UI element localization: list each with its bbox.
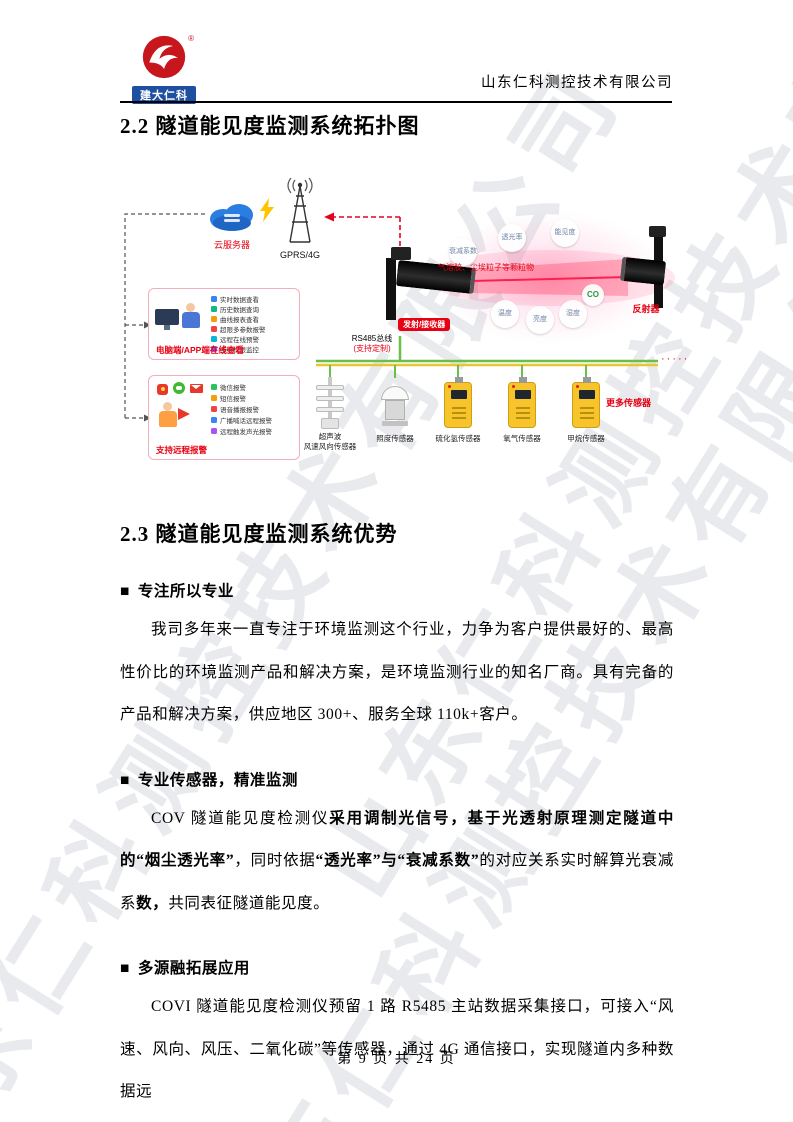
- emitter-label: 发射/接收器: [398, 318, 451, 331]
- list-item: 历史数据查询: [211, 304, 266, 314]
- feature-icon: [211, 296, 217, 302]
- particles-label: 气溶胶、尘埃粒子等颗粒物: [438, 263, 534, 272]
- bubble-visibility: 能见度: [551, 219, 579, 247]
- section-2-3-title: 2.3 隧道能见度监测系统优势: [120, 522, 398, 546]
- pc-panel-title: 电脑端/APP端在线查看: [156, 345, 244, 355]
- feature-icon: [211, 416, 217, 423]
- company-name: 山东仁科测控技术有限公司: [481, 75, 673, 91]
- wind-sensor-icon: [314, 377, 346, 429]
- gprs-tower-icon: [282, 177, 318, 253]
- illuminance-sensor-icon: [381, 386, 409, 426]
- methane-sensor-label: 甲烷传感器: [567, 434, 605, 443]
- oxygen-sensor-label: 氧气传感器: [503, 434, 541, 443]
- pc-app-panel: 实时数据查看 历史数据查询 曲线报表查看 超限多参数报警 远程在线预警 多级权限…: [148, 288, 300, 360]
- lightning-icon: [260, 198, 274, 227]
- emitter-junction-box: [391, 247, 411, 260]
- alarm-illustration: [153, 382, 209, 434]
- bubble-temperature: 温度: [491, 300, 519, 328]
- paragraph-sensor: COV 隧道能见度检测仪采用调制光信号，基于光透射原理测定隧道中的“烟尘透光率”…: [120, 809, 674, 912]
- paragraph-focus: 我司多年来一直专注于环境监测这个行业，力争为客户提供最好的、最高性价比的环境监测…: [120, 621, 674, 723]
- paragraph-multisource: COVI 隧道能见度检测仪预留 1 路 R5485 主站数据采集接口，可接入“风…: [120, 998, 674, 1100]
- rs485-text: RS485总线: [351, 334, 393, 343]
- list-item: 多级权限监控: [211, 344, 266, 354]
- alarm-panel-title: 支持远程报警: [156, 445, 208, 455]
- registered-mark: ®: [188, 34, 194, 43]
- section-2-3: 2.3 隧道能见度监测系统优势 ■专注所以专业 我司多年来一直专注于环境监测这个…: [120, 518, 674, 1114]
- wind-sensor-label: 超声波 风速风向传感器: [303, 432, 357, 451]
- list-item: 曲线报表查看: [211, 314, 266, 324]
- feature-icon: [211, 394, 217, 401]
- page-number: 第 9 页 共 24 页: [337, 1052, 456, 1067]
- feature-icon: [211, 346, 217, 352]
- reflector-junction-box: [649, 226, 666, 237]
- list-item: 微信报警: [211, 381, 272, 392]
- bullet-marker: ■: [120, 771, 130, 789]
- list-item: 广播喊话远程报警: [211, 414, 272, 425]
- more-sensors-label: 更多传感器: [606, 398, 652, 408]
- h2s-sensor-icon: [444, 377, 472, 428]
- list-item: 语音播报报警: [211, 403, 272, 414]
- more-sensors-dots: ·····: [661, 353, 690, 365]
- gprs-label: GPRS/4G: [279, 250, 320, 260]
- alarm-feature-list: 微信报警 短信报警 语音播报报警 广播喊话远程报警 远程触发声光报警: [211, 381, 272, 436]
- logo-swirl-icon: [142, 35, 186, 79]
- pc-user-illustration: [153, 297, 209, 347]
- list-item: 远程触发声光报警: [211, 425, 272, 436]
- pc-feature-list: 实时数据查看 历史数据查询 曲线报表查看 超限多参数报警 远程在线预警 多级权限…: [211, 294, 266, 354]
- logo-wordmark: 建大仁科: [132, 86, 196, 104]
- megaphone-icon: [178, 408, 190, 420]
- bubble-transmittance: 透光率: [498, 224, 526, 252]
- bullet-marker: ■: [120, 583, 130, 600]
- reflector-label: 反射器: [632, 304, 660, 314]
- bullet-heading-focus: ■专注所以专业: [120, 583, 234, 600]
- h2s-sensor-label: 硫化氢传感器: [435, 434, 481, 443]
- emitter-bracket: [386, 258, 396, 320]
- wechat-icon: [173, 382, 185, 394]
- bubble-brightness: 亮度: [526, 306, 554, 334]
- topology-diagram: 云服务器 GPRS/4G 发射/接收器 反射器 衰减系数 透光率 能见度: [110, 172, 687, 472]
- bullet-marker: ■: [120, 960, 130, 977]
- mail-icon: [190, 384, 203, 393]
- bullet-heading-multisource: ■多源融拓展应用: [120, 960, 250, 977]
- feature-icon: [211, 405, 217, 412]
- list-item: 超限多参数报警: [211, 324, 266, 334]
- rs485-bus-label: RS485总线 (支持定制): [338, 334, 406, 354]
- illuminance-sensor-label: 照度传感器: [376, 434, 414, 443]
- cloud-server-icon: [204, 196, 260, 237]
- oxygen-sensor-icon: [508, 377, 536, 428]
- feature-icon: [211, 383, 217, 390]
- rs485-note: (支持定制): [353, 344, 391, 353]
- bubble-attenuation: 衰减系数: [449, 238, 477, 266]
- feature-icon: [211, 427, 217, 434]
- bubble-co: CO: [582, 284, 604, 306]
- list-item: 短信报警: [211, 392, 272, 403]
- feature-icon: [211, 316, 217, 322]
- bubble-humidity: 湿度: [559, 300, 587, 328]
- feature-icon: [211, 336, 217, 342]
- connector-lines: [124, 212, 675, 422]
- company-logo: ® 建大仁科: [132, 34, 196, 104]
- reflector-device: [619, 256, 667, 286]
- methane-sensor-icon: [572, 377, 600, 428]
- alarm-bell-icon: [157, 384, 168, 395]
- remote-alarm-panel: 微信报警 短信报警 语音播报报警 广播喊话远程报警 远程触发声光报警 支持远程报…: [148, 375, 300, 460]
- feature-icon: [211, 326, 217, 332]
- header-divider: [120, 101, 672, 103]
- list-item: 远程在线预警: [211, 334, 266, 344]
- feature-icon: [211, 306, 217, 312]
- section-2-2-title: 2.2 隧道能见度监测系统拓扑图: [120, 114, 420, 138]
- page-header: ® 建大仁科 山东仁科测控技术有限公司: [120, 34, 673, 104]
- bullet-heading-sensor: ■专业传感器，精准监测: [120, 771, 298, 789]
- list-item: 实时数据查看: [211, 294, 266, 304]
- cloud-server-label: 云服务器: [213, 240, 250, 250]
